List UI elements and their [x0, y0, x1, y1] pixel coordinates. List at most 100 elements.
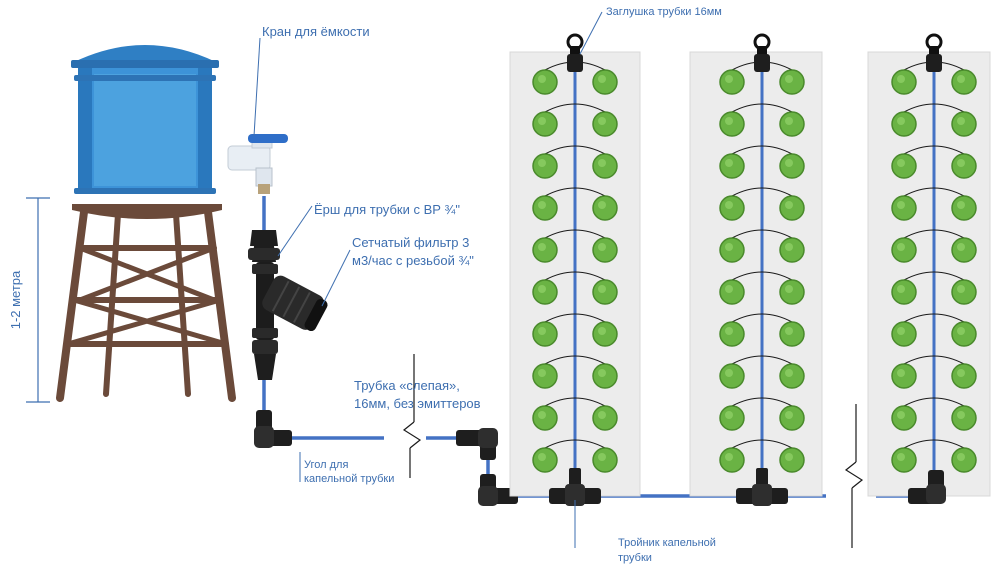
plant-highlight — [785, 369, 793, 377]
plant-icon — [532, 69, 558, 95]
plant-icon — [779, 447, 805, 473]
plant-leaf — [719, 405, 745, 431]
filter-label-line1: Сетчатый фильтр 3 — [352, 235, 469, 250]
plant-highlight — [785, 243, 793, 251]
plant-leaf — [719, 195, 745, 221]
plant-highlight — [538, 243, 546, 251]
plant-icon — [719, 195, 745, 221]
plant-leaf — [532, 405, 558, 431]
plant-leaf — [719, 153, 745, 179]
plant-icon — [951, 69, 977, 95]
plug-body — [754, 54, 770, 72]
plug-neck — [757, 46, 767, 56]
emitter-line — [544, 439, 606, 449]
emitter-line — [544, 187, 606, 197]
elbow-label-line1: Угол для — [304, 459, 348, 471]
plant-icon — [532, 237, 558, 263]
plant-leaf — [779, 153, 805, 179]
end-plug-icon — [753, 33, 771, 72]
emitter-line — [544, 229, 606, 239]
plant-icon — [532, 405, 558, 431]
emitter-line — [731, 187, 793, 197]
plant-icon — [532, 447, 558, 473]
plant-leaf — [532, 447, 558, 473]
emitter-line — [731, 271, 793, 281]
plant-icon — [891, 237, 917, 263]
tee-center — [565, 484, 585, 506]
plant-icon — [532, 321, 558, 347]
emitter-line — [544, 355, 606, 365]
plant-highlight — [725, 369, 733, 377]
plant-leaf — [891, 195, 917, 221]
emitter-line — [544, 145, 606, 155]
tee-label-line2: трубки — [618, 552, 652, 564]
plant-icon — [891, 153, 917, 179]
plant-highlight — [598, 117, 606, 125]
plant-highlight — [897, 117, 905, 125]
plant-leaf — [592, 195, 618, 221]
plant-leaf — [592, 111, 618, 137]
bed-3 — [867, 33, 991, 497]
plant-highlight — [785, 201, 793, 209]
plant-highlight — [538, 369, 546, 377]
filter-label-line2: м3/час с резьбой ¾" — [352, 253, 474, 268]
plant-highlight — [897, 285, 905, 293]
plant-leaf — [951, 153, 977, 179]
tee-fitting-icon — [736, 468, 788, 506]
plant-highlight — [785, 411, 793, 419]
plant-highlight — [957, 117, 965, 125]
hose-barb-icon — [252, 340, 278, 380]
emitter-line — [903, 187, 965, 197]
end-plug-icon — [566, 33, 584, 72]
emitter-line — [544, 313, 606, 323]
plant-icon — [719, 69, 745, 95]
plant-leaf — [719, 69, 745, 95]
emitter-line — [903, 229, 965, 239]
emitter-line — [731, 313, 793, 323]
plant-leaf — [532, 321, 558, 347]
end-plug-icon — [925, 33, 943, 72]
elbow-fitting-icon — [254, 410, 292, 448]
plant-leaf — [532, 111, 558, 137]
plant-leaf — [779, 321, 805, 347]
plant-leaf — [951, 195, 977, 221]
plant-highlight — [538, 285, 546, 293]
plant-highlight — [957, 285, 965, 293]
plant-icon — [779, 237, 805, 263]
plant-leaf — [592, 153, 618, 179]
plant-highlight — [598, 369, 606, 377]
plant-icon — [951, 447, 977, 473]
plant-highlight — [897, 327, 905, 335]
plant-highlight — [957, 411, 965, 419]
plant-icon — [779, 279, 805, 305]
plant-icon — [719, 111, 745, 137]
plant-icon — [719, 447, 745, 473]
plant-leaf — [779, 69, 805, 95]
plant-leaf — [592, 321, 618, 347]
plant-leaf — [891, 69, 917, 95]
emitter-line — [903, 271, 965, 281]
plant-highlight — [598, 453, 606, 461]
emitter-line — [731, 103, 793, 113]
plant-highlight — [897, 201, 905, 209]
tee-center — [752, 484, 772, 506]
plant-highlight — [957, 369, 965, 377]
planting-beds — [509, 33, 991, 506]
plant-highlight — [725, 285, 733, 293]
plant-icon — [779, 363, 805, 389]
plant-icon — [592, 237, 618, 263]
tee-fitting-icon — [549, 468, 601, 506]
plant-leaf — [891, 237, 917, 263]
plant-highlight — [538, 411, 546, 419]
plant-highlight — [538, 327, 546, 335]
plant-highlight — [538, 75, 546, 83]
plant-icon — [891, 279, 917, 305]
emitter-line — [544, 103, 606, 113]
elbow-fitting-icon — [456, 428, 498, 460]
plant-highlight — [538, 453, 546, 461]
callouts — [253, 11, 603, 548]
plant-highlight — [598, 327, 606, 335]
plant-highlight — [897, 369, 905, 377]
tap-icon — [227, 134, 288, 194]
plant-leaf — [592, 405, 618, 431]
